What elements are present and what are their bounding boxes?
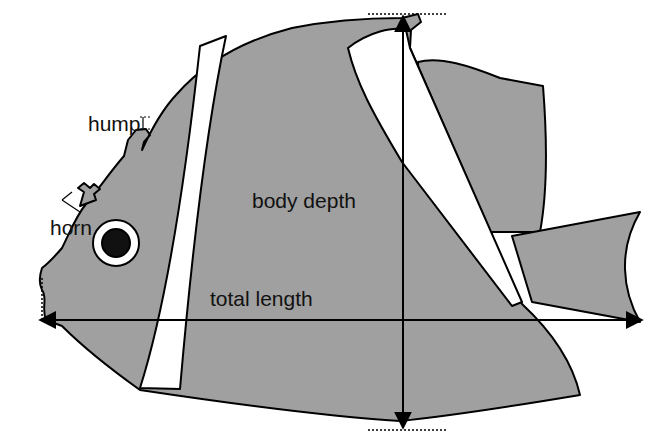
pupil — [102, 229, 130, 257]
fish-body — [40, 14, 580, 421]
dimension-label: body depth — [252, 189, 356, 212]
part-label: horn — [50, 216, 92, 239]
white-band — [140, 36, 226, 389]
horn — [78, 183, 100, 206]
part-label: hump — [88, 112, 141, 135]
eye — [93, 220, 139, 266]
hump-bracket — [140, 128, 152, 129]
depth-tick — [368, 13, 448, 15]
total-length-arrow — [40, 319, 642, 321]
body-depth-arrow — [402, 16, 404, 428]
length-tick — [41, 278, 43, 320]
horn-leader — [62, 200, 80, 212]
hump-bracket — [142, 117, 143, 129]
tail-fin — [512, 212, 640, 322]
white-band — [348, 29, 522, 306]
horn-leader — [62, 192, 72, 200]
hump-bracket — [140, 116, 152, 117]
depth-tick — [368, 429, 448, 431]
dimension-label: total length — [210, 287, 313, 310]
